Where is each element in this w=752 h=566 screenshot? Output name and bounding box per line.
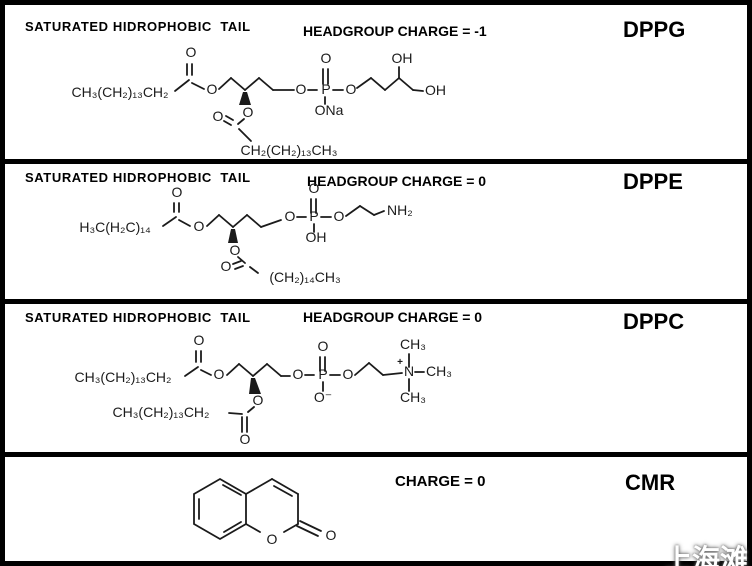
carbonyl2-oxygen: O: [221, 258, 232, 274]
nitrogen-plus-charge: +: [397, 357, 403, 368]
phosphate-oh-group: OH: [306, 229, 327, 245]
phosphorus-atom: P: [318, 366, 327, 382]
stereo-wedge-bond: [249, 378, 261, 394]
lipid-name-dppg: DPPG: [623, 17, 686, 42]
dppg-bonds: [174, 63, 424, 142]
amine-group: NH₂: [387, 202, 413, 218]
dppe-bonds: [162, 198, 385, 274]
tail2-formula: CH₂(CH₂)₁₃CH₃: [241, 142, 338, 158]
ester2-oxygen: O: [243, 104, 254, 120]
ester1-oxygen: O: [194, 218, 205, 234]
headgroup-charge-label: HEADGROUP CHARGE = -1: [303, 23, 487, 39]
methyl-bottom: CH₃: [400, 389, 426, 405]
phosphate-ona-group: ONa: [315, 102, 344, 118]
phosphorus-atom: P: [309, 208, 318, 224]
tail2-formula: (CH₂)₁₄CH₃: [269, 269, 340, 285]
phosphate-o-minus: O⁻: [314, 389, 332, 405]
glycerol-oh-end: OH: [425, 82, 446, 98]
phosphate-top-oxygen: O: [318, 338, 329, 354]
methyl-top: CH₃: [400, 336, 426, 352]
carbonyl2-oxygen: O: [213, 108, 224, 124]
phosphate-right-oxygen: O: [334, 208, 345, 224]
dppc-structure: CH₃(CH₂)₁₃CH₂ CH₃(CH₂)₁₃CH₂ O O O O O P …: [75, 332, 452, 447]
watermark-text: 上海滩: [663, 544, 748, 566]
phosphate-right-oxygen: O: [346, 81, 357, 97]
coumarin-bonds: [193, 477, 322, 541]
panel-cmr: CHARGE = 0 CMR O O: [5, 457, 747, 561]
tail-label: SATURATED HIDROPHOBIC TAIL: [25, 310, 251, 325]
panel-dppe: SATURATED HIDROPHOBIC TAIL HEADGROUP CHA…: [5, 164, 747, 299]
phosphate-top-oxygen: O: [321, 50, 332, 66]
phosphate-left-oxygen: O: [296, 81, 307, 97]
dppg-structure: CH₃(CH₂)₁₃CH₂ O O O O CH₂(CH₂)₁₃CH₃ O P …: [72, 44, 446, 158]
carbonyl1-oxygen: O: [186, 44, 197, 60]
headgroup-charge-label: HEADGROUP CHARGE = 0: [307, 173, 487, 189]
ester2-oxygen: O: [230, 242, 241, 258]
molecule-name-cmr: CMR: [625, 470, 676, 495]
tail-label: SATURATED HIDROPHOBIC TAIL: [25, 170, 251, 185]
dppc-bonds: [184, 350, 425, 433]
ester1-oxygen: O: [214, 366, 225, 382]
lactone-ring-oxygen: O: [267, 531, 278, 547]
ester2-oxygen: O: [253, 392, 264, 408]
coumarin-structure: O O: [193, 477, 337, 547]
tail1-formula: CH₃(CH₂)₁₃CH₂: [72, 84, 169, 100]
tail1-formula: H₃C(H₂C)₁₄: [79, 219, 151, 235]
headgroup-charge-label: HEADGROUP CHARGE = 0: [303, 309, 483, 325]
methyl-right: CH₃: [426, 363, 452, 379]
nitrogen-atom: N: [404, 363, 414, 379]
carbonyl-oxygen: O: [326, 527, 337, 543]
tail1-formula: CH₃(CH₂)₁₃CH₂: [75, 369, 172, 385]
phosphate-top-oxygen: O: [309, 180, 320, 196]
panel-dppc: SATURATED HIDROPHOBIC TAIL HEADGROUP CHA…: [5, 304, 747, 452]
tail-label: SATURATED HIDROPHOBIC TAIL: [25, 19, 251, 34]
tail2-formula: CH₃(CH₂)₁₃CH₂: [113, 404, 210, 420]
panel-dppg: SATURATED HIDROPHOBIC TAIL HEADGROUP CHA…: [5, 5, 747, 159]
charge-label: CHARGE = 0: [395, 473, 486, 490]
dppe-structure: H₃C(H₂C)₁₄ O O O O (CH₂)₁₄CH₃ O P O OH O…: [79, 180, 413, 285]
carbonyl1-oxygen: O: [172, 184, 183, 200]
stereo-wedge-bond: [239, 92, 251, 105]
phosphate-left-oxygen: O: [293, 366, 304, 382]
stereo-wedge-bond: [228, 229, 238, 243]
phosphorus-atom: P: [321, 81, 330, 97]
carbonyl2-oxygen: O: [240, 431, 251, 447]
glycerol-oh-mid: OH: [392, 50, 413, 66]
carbonyl1-oxygen: O: [194, 332, 205, 348]
lipid-name-dppe: DPPE: [623, 169, 683, 194]
phosphate-right-oxygen: O: [343, 366, 354, 382]
phosphate-left-oxygen: O: [285, 208, 296, 224]
ester1-oxygen: O: [207, 81, 218, 97]
lipid-name-dppc: DPPC: [623, 309, 685, 334]
